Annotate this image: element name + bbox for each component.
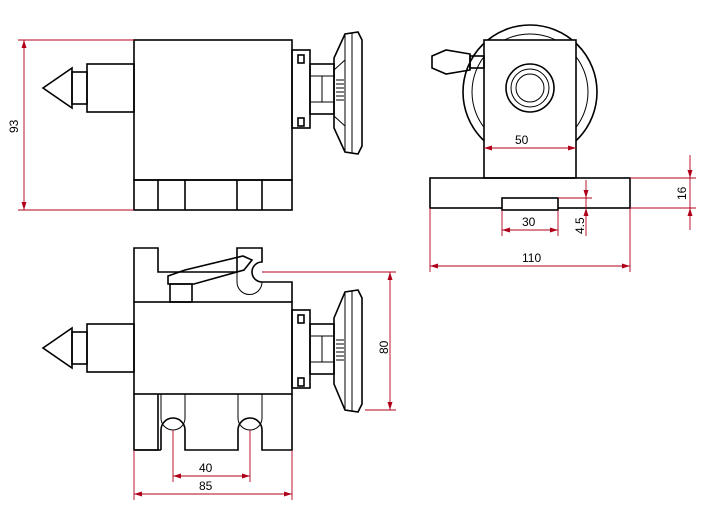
spindle-nose bbox=[86, 63, 135, 113]
dimension-85: 85 bbox=[133, 450, 293, 500]
front-body bbox=[483, 39, 577, 179]
dimension-label-40: 40 bbox=[199, 461, 213, 475]
dimension-40: 40 bbox=[172, 430, 251, 482]
flange bbox=[291, 49, 311, 129]
dimension-label-50: 50 bbox=[515, 133, 529, 147]
dimension-80: 80 bbox=[262, 271, 396, 411]
base-key-slot bbox=[501, 197, 559, 211]
spindle-bore bbox=[505, 63, 555, 113]
dimension-30: 30 bbox=[501, 210, 559, 236]
dimension-110: 110 bbox=[429, 208, 631, 272]
handwheel bbox=[333, 31, 363, 155]
front-view bbox=[429, 24, 631, 211]
main-body bbox=[133, 39, 293, 181]
top-center-point bbox=[41, 326, 73, 370]
dimension-label-110: 110 bbox=[522, 251, 541, 265]
top-main-body bbox=[133, 301, 293, 395]
lower-slot-base bbox=[133, 394, 293, 451]
base-block bbox=[133, 179, 293, 211]
center-point bbox=[41, 66, 73, 110]
dimension-label-4-5: 4.5 bbox=[573, 217, 587, 234]
dimension-label-85: 85 bbox=[199, 479, 213, 493]
upper-slot-block bbox=[133, 247, 293, 302]
dimension-label-30: 30 bbox=[522, 215, 536, 229]
dimension-label-16: 16 bbox=[675, 186, 689, 200]
dimension-16: 16 bbox=[630, 155, 696, 230]
dimension-label-80: 80 bbox=[377, 340, 391, 354]
dimension-4-5: 4.5 bbox=[558, 180, 592, 236]
side-view bbox=[41, 31, 363, 211]
top-view bbox=[41, 247, 363, 451]
center-shank bbox=[71, 71, 88, 105]
dimension-label-93: 93 bbox=[7, 119, 21, 133]
top-handwheel bbox=[333, 289, 363, 413]
lock-lever bbox=[431, 49, 471, 75]
top-lever bbox=[167, 255, 254, 285]
dimension-50: 50 bbox=[484, 133, 576, 151]
dimension-93: 93 bbox=[7, 39, 134, 211]
